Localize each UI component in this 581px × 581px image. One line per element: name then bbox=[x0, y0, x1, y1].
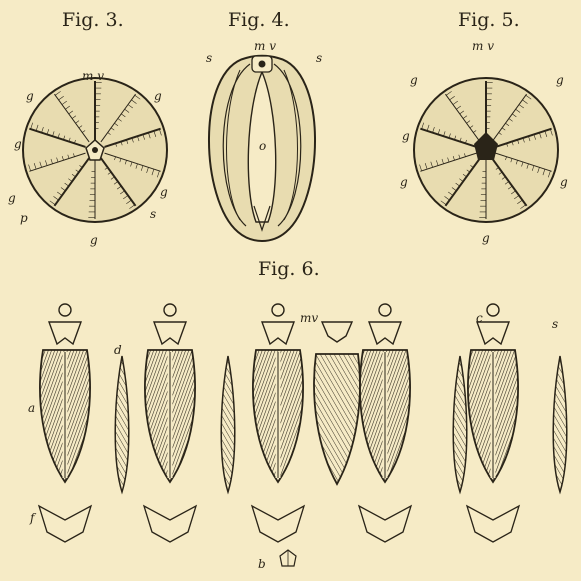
rotula-chevron bbox=[359, 506, 411, 542]
fig6-mv-piece bbox=[314, 322, 360, 484]
jaw-ring bbox=[487, 304, 499, 316]
fig3-label-g5: g bbox=[160, 185, 168, 199]
jaw-4 bbox=[359, 304, 411, 542]
tooth-2 bbox=[221, 356, 235, 492]
fig5-label-g1: g bbox=[410, 73, 418, 87]
fig3-label-mv: m v bbox=[82, 69, 104, 83]
fig5-label-mv: m v bbox=[472, 39, 494, 53]
mv-epiphysis bbox=[322, 322, 352, 342]
fig5-urchin-bottom bbox=[414, 78, 558, 222]
tooth-4 bbox=[553, 356, 567, 492]
fig3-urchin-top bbox=[23, 78, 167, 222]
fig4-label-s2: s bbox=[316, 51, 322, 65]
fig5-label-g5: g bbox=[560, 175, 568, 189]
fig4-title: Fig. 4. bbox=[228, 9, 290, 31]
fig6-label-d: d bbox=[114, 343, 122, 357]
fig6-small-rosette bbox=[280, 550, 296, 566]
fig3-label-p: p bbox=[20, 211, 28, 225]
fig5-label-g3: g bbox=[402, 129, 410, 143]
jaw-ring bbox=[379, 304, 391, 316]
fig5-label-g2: g bbox=[556, 73, 564, 87]
fig6-label-c: c bbox=[476, 311, 483, 325]
jaw-epiphysis bbox=[262, 322, 294, 344]
fig6-label-f: f bbox=[29, 511, 37, 525]
jaw-ring bbox=[164, 304, 176, 316]
fig6-label-s: s bbox=[552, 317, 558, 331]
fig5-label-g4: g bbox=[400, 175, 408, 189]
jaw-5 bbox=[467, 304, 519, 542]
fig5-label-g6: g bbox=[482, 231, 490, 245]
fig4-label-o: o bbox=[259, 139, 266, 153]
rotula-chevron bbox=[39, 506, 91, 542]
fig3-label-g4: g bbox=[8, 191, 16, 205]
fig6-label-a: a bbox=[28, 401, 35, 415]
jaw-2 bbox=[144, 304, 196, 542]
jaw-ring bbox=[272, 304, 284, 316]
fig3-label-g2: g bbox=[154, 89, 162, 103]
jaw-epiphysis bbox=[369, 322, 401, 344]
rotula-chevron bbox=[144, 506, 196, 542]
tooth-1 bbox=[115, 356, 129, 492]
mv-pyramid bbox=[314, 354, 360, 484]
tooth-3 bbox=[453, 356, 467, 492]
rotula-chevron bbox=[467, 506, 519, 542]
jaw-epiphysis bbox=[477, 322, 509, 344]
fig6-title: Fig. 6. bbox=[258, 258, 320, 280]
jaw-epiphysis bbox=[154, 322, 186, 344]
rotula-chevron bbox=[252, 506, 304, 542]
jaw-1 bbox=[39, 304, 91, 542]
fig3-label-g1: g bbox=[26, 89, 34, 103]
fig3-title: Fig. 3. bbox=[62, 9, 124, 31]
jaw-3 bbox=[252, 304, 304, 542]
fig6-jaw-series bbox=[39, 304, 567, 542]
fig3-label-g6: g bbox=[90, 233, 98, 247]
fig4-label-s1: s bbox=[206, 51, 212, 65]
fig6-label-mv: mv bbox=[300, 311, 318, 325]
jaw-ring bbox=[59, 304, 71, 316]
fig4-label-mv: m v bbox=[254, 39, 276, 53]
fig5-title: Fig. 5. bbox=[458, 9, 520, 31]
jaw-epiphysis bbox=[49, 322, 81, 344]
fig6-label-b: b bbox=[258, 557, 266, 571]
fig3-label-s: s bbox=[150, 207, 156, 221]
fig3-label-g3: g bbox=[14, 137, 22, 151]
